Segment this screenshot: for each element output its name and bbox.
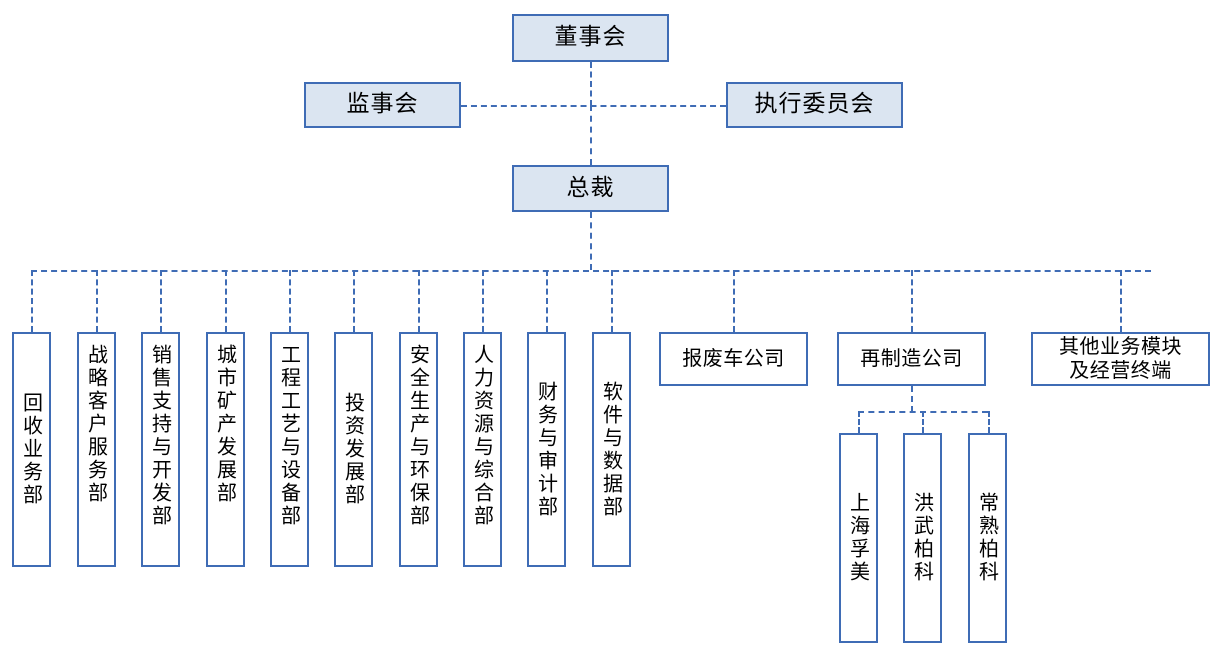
node-department-7[interactable]: 安全生产与环保部 bbox=[399, 332, 438, 567]
node-business-unit-2-label: 再制造公司 bbox=[860, 346, 963, 371]
connector-board-down bbox=[590, 62, 592, 106]
connector-drop-dept-9 bbox=[546, 270, 548, 332]
node-department-9-label: 财务与审计部 bbox=[534, 380, 559, 519]
node-executive-committee[interactable]: 执行委员会 bbox=[726, 82, 903, 128]
node-department-7-label: 安全生产与环保部 bbox=[406, 344, 431, 528]
connector-drop-unit-1 bbox=[733, 270, 735, 332]
node-department-8-label: 人力资源与综合部 bbox=[470, 344, 495, 528]
connector-drop-unit-3 bbox=[1120, 270, 1122, 332]
node-department-6-label: 投资发展部 bbox=[341, 392, 366, 507]
node-department-3-label: 销售支持与开发部 bbox=[148, 344, 173, 528]
connector-supervisory-executive bbox=[461, 105, 726, 107]
node-department-6[interactable]: 投资发展部 bbox=[334, 332, 373, 567]
node-president-label: 总裁 bbox=[566, 174, 615, 201]
node-department-1-label: 回收业务部 bbox=[19, 392, 44, 507]
connector-drop-dept-5 bbox=[289, 270, 291, 332]
connector-drop-sub-1 bbox=[858, 411, 860, 433]
connector-drop-unit-2 bbox=[911, 270, 913, 332]
connector-remanufacturing-down bbox=[911, 386, 913, 412]
connector-drop-dept-3 bbox=[160, 270, 162, 332]
connector-drop-sub-2 bbox=[922, 411, 924, 433]
connector-drop-dept-1 bbox=[31, 270, 33, 332]
node-subsidiary-1[interactable]: 上海孚美 bbox=[839, 433, 878, 643]
connector-drop-dept-6 bbox=[353, 270, 355, 332]
node-business-unit-2[interactable]: 再制造公司 bbox=[837, 332, 986, 386]
node-supervisory-board-label: 监事会 bbox=[346, 91, 419, 118]
node-subsidiary-3[interactable]: 常熟柏科 bbox=[968, 433, 1007, 643]
node-department-10[interactable]: 软件与数据部 bbox=[592, 332, 631, 567]
connector-drop-dept-2 bbox=[96, 270, 98, 332]
node-department-5[interactable]: 工程工艺与设备部 bbox=[270, 332, 309, 567]
connector-drop-dept-10 bbox=[611, 270, 613, 332]
node-department-1[interactable]: 回收业务部 bbox=[12, 332, 51, 567]
connector-drop-dept-4 bbox=[225, 270, 227, 332]
node-business-unit-3[interactable]: 其他业务模块 及经营终端 bbox=[1031, 332, 1210, 386]
node-executive-committee-label: 执行委员会 bbox=[754, 91, 875, 118]
node-department-9[interactable]: 财务与审计部 bbox=[527, 332, 566, 567]
connector-drop-sub-3 bbox=[988, 411, 990, 433]
connector-board-president bbox=[590, 105, 592, 165]
node-board[interactable]: 董事会 bbox=[512, 14, 669, 62]
node-business-unit-1-label: 报废车公司 bbox=[682, 346, 785, 371]
node-department-4-label: 城市矿产发展部 bbox=[213, 344, 238, 505]
node-subsidiary-1-label: 上海孚美 bbox=[846, 492, 871, 584]
node-department-2[interactable]: 战略客户服务部 bbox=[77, 332, 116, 567]
node-department-2-label: 战略客户服务部 bbox=[84, 344, 109, 505]
connector-president-down bbox=[590, 212, 592, 270]
node-subsidiary-3-label: 常熟柏科 bbox=[975, 492, 1000, 584]
node-president[interactable]: 总裁 bbox=[512, 165, 669, 212]
node-business-unit-1[interactable]: 报废车公司 bbox=[659, 332, 808, 386]
node-department-4[interactable]: 城市矿产发展部 bbox=[206, 332, 245, 567]
node-business-unit-3-label: 其他业务模块 及经营终端 bbox=[1059, 334, 1182, 382]
node-department-5-label: 工程工艺与设备部 bbox=[277, 344, 302, 528]
connector-drop-dept-8 bbox=[482, 270, 484, 332]
connector-main-bus bbox=[31, 270, 1151, 272]
node-department-8[interactable]: 人力资源与综合部 bbox=[463, 332, 502, 567]
node-board-label: 董事会 bbox=[554, 24, 627, 51]
node-department-3[interactable]: 销售支持与开发部 bbox=[141, 332, 180, 567]
node-supervisory-board[interactable]: 监事会 bbox=[304, 82, 461, 128]
node-subsidiary-2-label: 洪武柏科 bbox=[910, 492, 935, 584]
connector-drop-dept-7 bbox=[418, 270, 420, 332]
node-department-10-label: 软件与数据部 bbox=[599, 380, 624, 519]
node-subsidiary-2[interactable]: 洪武柏科 bbox=[903, 433, 942, 643]
